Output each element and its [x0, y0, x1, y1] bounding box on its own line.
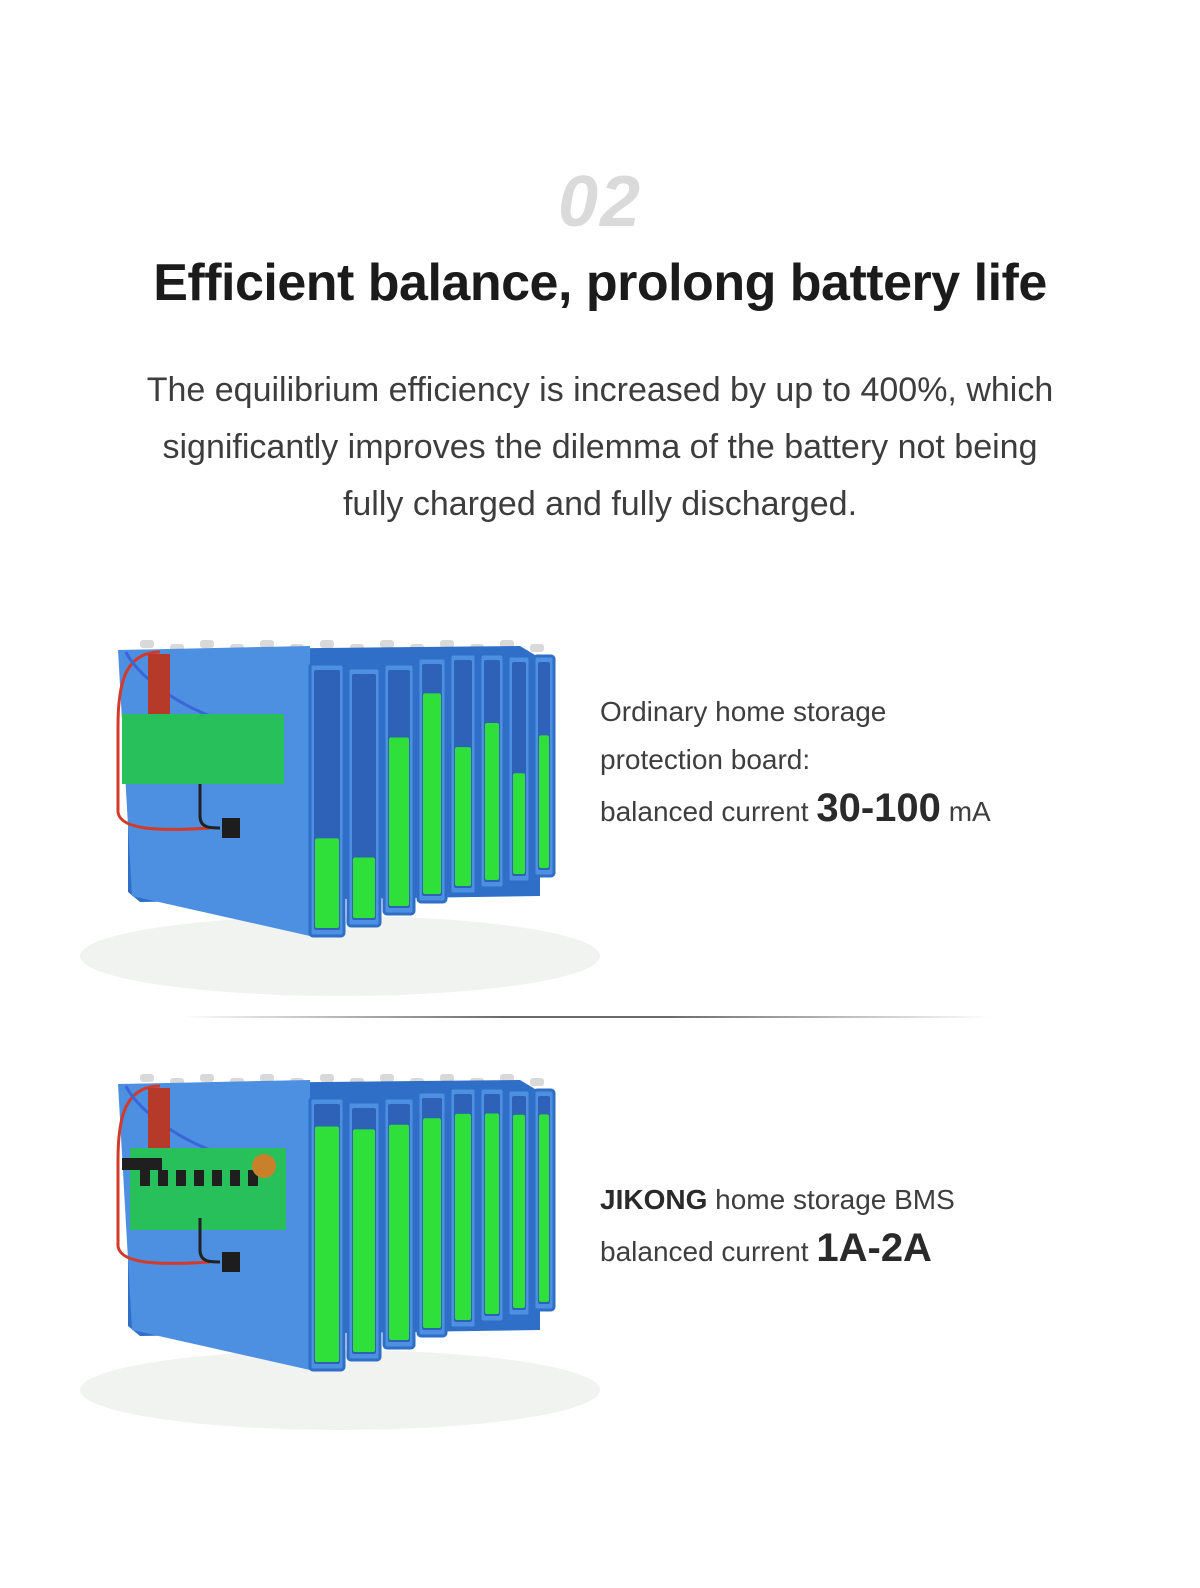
terminal-cap [140, 1074, 154, 1082]
cell-charge-level [389, 1124, 409, 1340]
intro-line: significantly improves the dilemma of th… [162, 428, 1038, 466]
terminal-cap [320, 640, 334, 648]
cell-charge-level [353, 1129, 375, 1352]
caption-line: protection board: [600, 744, 811, 775]
ribbon-cable [148, 1088, 170, 1158]
cell-charge-level [315, 1126, 339, 1362]
cell-charge-level [315, 838, 339, 928]
balanced-current-line: balanced current 30-100 mA [600, 784, 991, 836]
red-wire [116, 1084, 211, 1265]
terminal-cap [200, 1074, 214, 1082]
ordinary-battery-pack-illustration [40, 606, 600, 1046]
terminal-cap [440, 1074, 454, 1082]
current-prefix: balanced current [600, 796, 809, 827]
terminal-cap [500, 1074, 514, 1082]
output-cable [198, 784, 221, 830]
floor-shadow [80, 916, 600, 996]
red-wire [116, 650, 211, 831]
terminal-cap [200, 640, 214, 648]
bms-component [230, 1170, 240, 1186]
battery-pack-drawing [80, 1074, 600, 1430]
brand-name: JIKONG [600, 1184, 708, 1215]
bms-component [158, 1170, 168, 1186]
terminal-cap [140, 640, 154, 648]
terminal-cap [380, 1074, 394, 1082]
current-unit: mA [948, 796, 991, 827]
current-value: 30-100 [816, 786, 941, 830]
bms-component [212, 1170, 222, 1186]
current-value: 1A-2A [816, 1226, 932, 1270]
intro-paragraph: The equilibrium efficiency is increased … [130, 362, 1070, 533]
bms-component [176, 1170, 186, 1186]
caption-line: JIKONG home storage BMS [600, 1176, 955, 1224]
jikong-bms-caption: JIKONG home storage BMS balanced current… [600, 1176, 955, 1276]
caption-line: Ordinary home storage [600, 696, 887, 727]
current-prefix: balanced current [600, 1236, 809, 1267]
battery-pack-drawing [80, 640, 600, 996]
bms-connector [122, 1158, 162, 1170]
cell-charge-level [513, 1114, 525, 1308]
output-plug [222, 818, 240, 838]
intro-line: The equilibrium efficiency is increased … [146, 371, 1054, 409]
bms-component [248, 1170, 258, 1186]
terminal-cap [260, 640, 274, 648]
terminal-cap [500, 640, 514, 648]
terminal-cap [530, 1078, 544, 1086]
ordinary-board-caption: Ordinary home storage protection board: … [600, 688, 991, 836]
cell-charge-level [389, 737, 409, 906]
terminal-cap [380, 640, 394, 648]
output-cable [198, 1218, 221, 1264]
section-title: Efficient balance, prolong battery life [153, 254, 1047, 312]
jikong-battery-pack-illustration [40, 1040, 600, 1480]
divider [180, 1016, 990, 1018]
cell-charge-level [423, 1118, 441, 1328]
cell-charge-level [485, 1113, 499, 1314]
protection-board [122, 714, 284, 784]
cell-charge-level [353, 857, 375, 918]
cell-charge-level [539, 1114, 549, 1302]
terminal-cap [320, 1074, 334, 1082]
cell-charge-level [455, 747, 471, 886]
pack-front-face [118, 646, 310, 936]
section-number: 02 [557, 162, 643, 242]
terminal-cap [530, 644, 544, 652]
label-rest: home storage BMS [715, 1184, 955, 1215]
bms-component [140, 1170, 150, 1186]
terminal-cap [440, 640, 454, 648]
floor-shadow [80, 1350, 600, 1430]
terminal-cap [260, 1074, 274, 1082]
cell-charge-level [513, 773, 525, 874]
intro-line: fully charged and fully discharged. [342, 485, 858, 523]
output-plug [222, 1252, 240, 1272]
bms-component [194, 1170, 204, 1186]
cell-charge-level [423, 693, 441, 894]
cell-charge-level [455, 1113, 471, 1320]
cell-charge-level [539, 735, 549, 868]
balanced-current-line: balanced current 1A-2A [600, 1224, 955, 1276]
bms-inductor [252, 1154, 276, 1178]
cell-charge-level [485, 723, 499, 880]
ribbon-cable [148, 654, 170, 724]
